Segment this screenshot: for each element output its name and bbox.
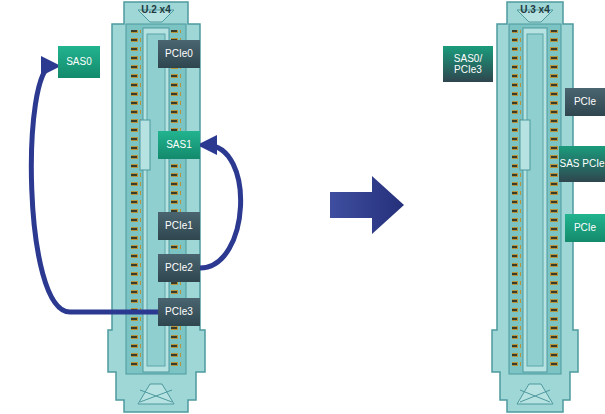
signal-box: PCIe bbox=[565, 214, 605, 242]
connector-label: U.3 x4 bbox=[520, 4, 549, 15]
transition-arrow bbox=[330, 176, 404, 234]
signal-box: PCIe bbox=[565, 88, 605, 116]
signal-box: PCIe3 bbox=[158, 298, 200, 326]
signal-box: PCIe0 bbox=[158, 40, 200, 68]
signal-name: PCIe bbox=[574, 222, 596, 234]
signal-box: SAS PCIe bbox=[559, 146, 605, 182]
signal-name: PCIe bbox=[574, 96, 596, 108]
remap-arrow bbox=[200, 145, 241, 268]
signal-name: SAS1 bbox=[166, 139, 192, 151]
u3-connector bbox=[492, 2, 578, 412]
remap-arrow bbox=[31, 66, 158, 312]
signal-name: PCIe2 bbox=[165, 262, 193, 274]
signal-name: SAS0 bbox=[66, 56, 92, 68]
signal-name: SAS PCIe bbox=[559, 158, 604, 170]
signal-name: PCIe3 bbox=[165, 306, 193, 318]
signal-box: SAS0/ PCIe3 bbox=[443, 46, 493, 82]
connector-label: U.2 x4 bbox=[141, 4, 170, 15]
u2-connector bbox=[108, 2, 205, 412]
signal-name: SAS0/ PCIe3 bbox=[443, 53, 493, 76]
signal-name: PCIe1 bbox=[165, 220, 193, 232]
signal-box: PCIe2 bbox=[158, 254, 200, 282]
signal-name: PCIe0 bbox=[165, 48, 193, 60]
signal-box: SAS1 bbox=[158, 131, 200, 159]
signal-box: PCIe1 bbox=[158, 212, 200, 240]
signal-box: SAS0 bbox=[58, 46, 100, 78]
